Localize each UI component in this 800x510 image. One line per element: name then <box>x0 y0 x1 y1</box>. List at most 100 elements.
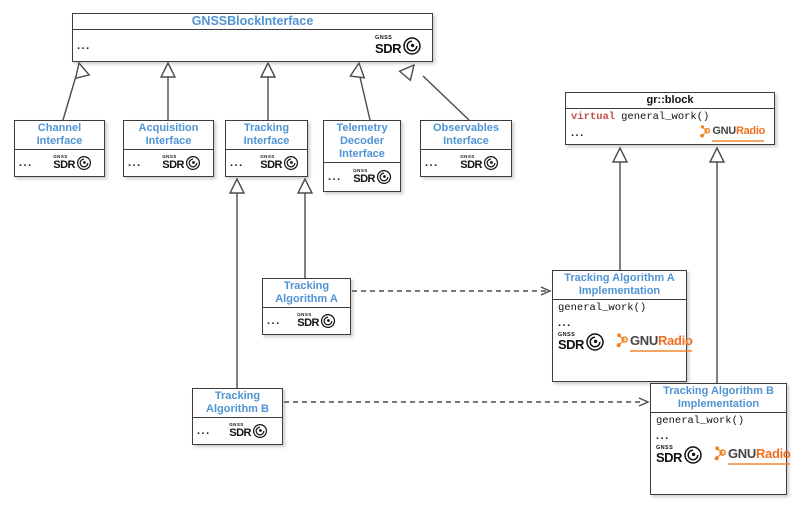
gnu-radio-icon <box>616 333 628 348</box>
inheritance-line-observables <box>422 75 470 121</box>
box-title: Tracking Algorithm B <box>193 389 282 418</box>
gnu-radio-icon <box>714 446 726 461</box>
inheritance-line-channel <box>62 75 77 121</box>
box-title: Tracking Algorithm A Implementation <box>553 271 686 300</box>
sdr-spiral-icon <box>586 333 604 351</box>
sdr-spiral-icon <box>403 36 421 55</box>
hollow-triangle-icon <box>159 61 177 78</box>
ellipsis-member: ... <box>197 425 211 437</box>
method-name: general_work() <box>558 302 647 314</box>
sdr-spiral-icon <box>377 170 391 184</box>
sdr-spiral-icon <box>186 156 200 170</box>
hollow-triangle-icon <box>259 61 277 78</box>
box-title: gr::block <box>566 93 774 109</box>
hollow-triangle-icon <box>349 61 366 79</box>
ellipsis-member: ... <box>656 430 670 442</box>
ellipsis-member: ... <box>425 157 439 169</box>
sdr-spiral-icon <box>321 314 335 328</box>
box-title: Telemetry Decoder Interface <box>324 121 400 163</box>
gnu-radio-tagline <box>727 463 790 465</box>
box-title: Tracking Algorithm B Implementation <box>651 384 786 413</box>
box-title: Channel Interface <box>15 121 104 150</box>
dependency-arrowhead-b <box>638 397 650 407</box>
ellipsis-member: ... <box>571 127 585 139</box>
sdr-spiral-icon <box>484 156 498 170</box>
sdr-spiral-icon <box>77 156 91 170</box>
tracking-algorithm-b-implementation-box: Tracking Algorithm B Implementation gene… <box>650 383 791 495</box>
hollow-triangle-icon <box>398 63 416 82</box>
gnu-radio-tagline <box>712 140 764 142</box>
ellipsis-member: ... <box>328 171 342 183</box>
sdr-spiral-icon <box>284 156 298 170</box>
ellipsis-member: ... <box>77 39 91 52</box>
hollow-triangle-icon <box>611 146 629 163</box>
ellipsis-member: ... <box>19 157 33 169</box>
virtual-keyword: virtual <box>571 111 616 123</box>
hollow-triangle-icon <box>74 61 91 80</box>
method-name: general_work() <box>621 111 710 123</box>
hollow-triangle-icon <box>228 177 246 194</box>
box-title: Acquisition Interface <box>124 121 213 150</box>
sdr-spiral-icon <box>684 446 702 464</box>
tracking-algorithm-a-implementation-box: Tracking Algorithm A Implementation gene… <box>552 270 693 382</box>
box-title: Tracking Algorithm A <box>263 279 350 308</box>
hollow-triangle-icon <box>296 177 314 194</box>
box-title: Observables Interface <box>421 121 511 150</box>
hollow-triangle-icon <box>708 146 726 163</box>
ellipsis-member: ... <box>128 157 142 169</box>
ellipsis-member: ... <box>558 317 572 329</box>
gnu-radio-icon <box>700 125 711 138</box>
sdr-spiral-icon <box>253 424 267 438</box>
ellipsis-member: ... <box>230 157 244 169</box>
ellipsis-member: ... <box>267 315 281 327</box>
box-title: GNSSBlockInterface <box>73 14 432 30</box>
virtual-method-member: virtual general_work() <box>571 111 709 123</box>
inheritance-line-telemetry <box>359 76 371 121</box>
